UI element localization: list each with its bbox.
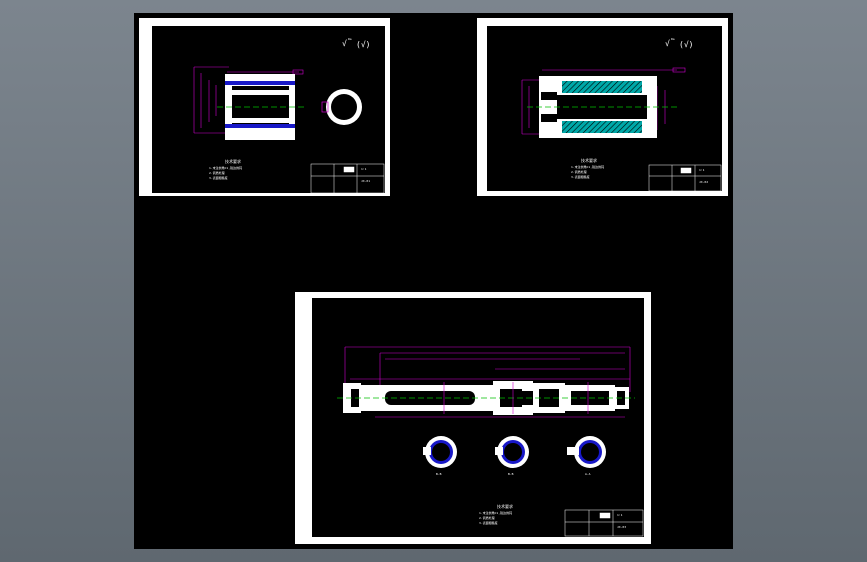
note-2: 2.调质处理 bbox=[479, 515, 495, 520]
title-block bbox=[564, 509, 644, 537]
titleblock-scale: 1:1 bbox=[617, 513, 623, 517]
dimension-lines bbox=[193, 66, 304, 134]
drawing-sheet-sleeve[interactable]: √ Ra (√) bbox=[139, 18, 390, 196]
notes-title: 技术要求 bbox=[497, 503, 513, 509]
note-1: 1.未注倒角C1,锐边倒钝 bbox=[209, 165, 242, 170]
section-view-1 bbox=[423, 436, 457, 468]
gear-sleeve-drawing: √ Ra (√) bbox=[521, 37, 722, 192]
title-block bbox=[648, 164, 722, 192]
roughness-value: Ra bbox=[671, 37, 675, 41]
shaft-drawing: B-B B-B A-A 技术要求 1.未注倒角C1,锐边倒钝 2.调质处理 3.… bbox=[337, 346, 644, 537]
titleblock-scale: 1:1 bbox=[361, 167, 367, 171]
sleeve-end-view bbox=[321, 89, 362, 125]
section-label-2: B-B bbox=[508, 472, 514, 476]
roughness-tail: (√) bbox=[356, 40, 370, 49]
notes-title: 技术要求 bbox=[581, 157, 597, 163]
roughness-tail: (√) bbox=[679, 40, 693, 49]
roughness-value: Ra bbox=[348, 37, 352, 41]
titleblock-number: JX-01 bbox=[361, 179, 370, 183]
title-block bbox=[310, 163, 385, 194]
drawing-sheet-shaft[interactable]: B-B B-B A-A 技术要求 1.未注倒角C1,锐边倒钝 2.调质处理 3.… bbox=[295, 292, 651, 544]
note-1: 1.未注倒角C1,锐边倒钝 bbox=[479, 510, 512, 515]
roughness-symbol: √ bbox=[342, 39, 347, 48]
section-view-3 bbox=[567, 436, 606, 468]
section-label-3: A-A bbox=[585, 472, 591, 476]
dimension-lines bbox=[344, 346, 631, 418]
titleblock-number: JX-02 bbox=[699, 180, 708, 184]
note-3: 3.表面粗糙度 bbox=[571, 174, 590, 179]
cad-model-space[interactable]: √ Ra (√) bbox=[134, 13, 733, 549]
note-1: 1.未注倒角C1,锐边倒钝 bbox=[571, 164, 604, 169]
notes-title: 技术要求 bbox=[225, 158, 241, 164]
titleblock-number: JX-03 bbox=[617, 525, 626, 529]
sleeve-drawing: √ Ra (√) bbox=[193, 37, 385, 194]
section-label-1: B-B bbox=[436, 472, 442, 476]
titleblock-scale: 1:1 bbox=[699, 168, 705, 172]
note-3: 3.表面粗糙度 bbox=[479, 520, 498, 525]
drawing-sheet-gear-sleeve[interactable]: √ Ra (√) bbox=[477, 18, 728, 196]
section-view-2 bbox=[495, 436, 529, 468]
note-2: 2.调质处理 bbox=[571, 169, 587, 174]
roughness-symbol: √ bbox=[665, 39, 670, 48]
note-2: 2.调质处理 bbox=[209, 170, 225, 175]
note-3: 3.表面粗糙度 bbox=[209, 175, 228, 180]
